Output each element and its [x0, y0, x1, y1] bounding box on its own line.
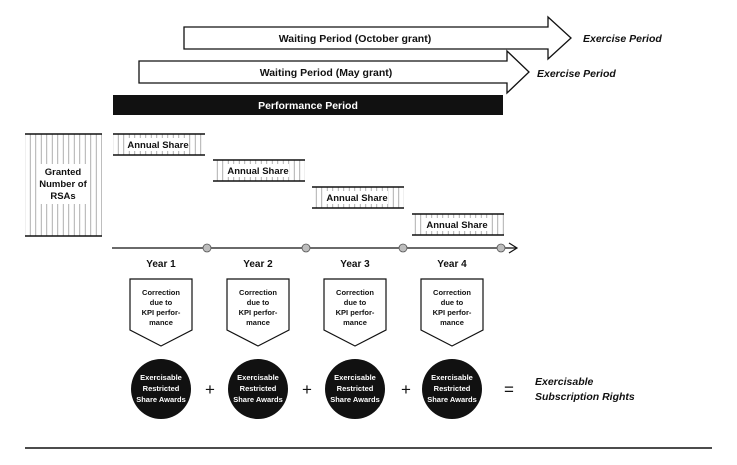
correction-line-3: KPI perfor-: [433, 308, 472, 317]
correction-line-3: KPI perfor-: [239, 308, 278, 317]
timeline-marker: [202, 243, 212, 253]
exercisable-line-2: Restricted: [240, 384, 277, 393]
annual-share-label-4: Annual Share: [426, 220, 487, 231]
correction-line-1: Correction: [239, 288, 277, 297]
granted-rsas-box: Granted Number of RSAs: [25, 133, 102, 237]
may-waiting-arrow: Waiting Period (May grant): [138, 49, 530, 95]
correction-line-1: Correction: [433, 288, 471, 297]
exercisable-circle-1: Exercisable Restricted Share Awards: [131, 359, 191, 419]
annual-share-label-2: Annual Share: [227, 166, 288, 177]
correction-line-4: mance: [440, 318, 464, 327]
annual-share-label-3: Annual Share: [326, 193, 387, 204]
exercise-period-label-may: Exercise Period: [537, 68, 616, 80]
equals-sign: =: [504, 380, 514, 399]
exercisable-line-1: Exercisable: [140, 373, 182, 382]
annual-share-tranche-3: Annual Share: [312, 186, 404, 209]
october-waiting-arrow: Waiting Period (October grant): [183, 15, 572, 61]
correction-box-3: Correction due to KPI perfor- mance: [323, 278, 387, 347]
timeline-axis: [112, 242, 519, 254]
exercisable-line-3: Share Awards: [330, 395, 380, 404]
correction-line-1: Correction: [336, 288, 374, 297]
exercise-period-label-october: Exercise Period: [583, 33, 662, 45]
exercisable-circle-4: Exercisable Restricted Share Awards: [422, 359, 482, 419]
result-line-1: Exercisable: [535, 376, 594, 388]
exercisable-line-3: Share Awards: [136, 395, 186, 404]
plus-sign: +: [401, 380, 411, 399]
exercisable-line-2: Restricted: [143, 384, 180, 393]
performance-period-label: Performance Period: [258, 100, 358, 112]
annual-share-tranche-2: Annual Share: [213, 159, 305, 182]
annual-share-tranche-1: Annual Share: [113, 133, 205, 156]
granted-line-1: Granted: [45, 167, 82, 178]
correction-line-1: Correction: [142, 288, 180, 297]
exercisable-line-3: Share Awards: [233, 395, 283, 404]
correction-line-4: mance: [246, 318, 270, 327]
correction-line-2: due to: [247, 298, 270, 307]
correction-line-3: KPI perfor-: [142, 308, 181, 317]
exercisable-circle-3: Exercisable Restricted Share Awards: [325, 359, 385, 419]
year-label-1: Year 1: [146, 259, 176, 270]
annual-share-tranche-4: Annual Share: [412, 213, 504, 236]
correction-line-2: due to: [441, 298, 464, 307]
timeline-marker: [496, 243, 506, 253]
exercisable-line-2: Restricted: [337, 384, 374, 393]
correction-line-4: mance: [343, 318, 367, 327]
correction-line-4: mance: [149, 318, 173, 327]
correction-line-2: due to: [344, 298, 367, 307]
granted-line-2: Number of: [39, 179, 87, 190]
exercisable-line-1: Exercisable: [431, 373, 473, 382]
exercisable-circle-2: Exercisable Restricted Share Awards: [228, 359, 288, 419]
correction-box-2: Correction due to KPI perfor- mance: [226, 278, 290, 347]
plus-sign: +: [302, 380, 312, 399]
timeline-marker: [398, 243, 408, 253]
exercisable-line-3: Share Awards: [427, 395, 477, 404]
exercisable-line-1: Exercisable: [334, 373, 376, 382]
plus-sign: +: [205, 380, 215, 399]
october-waiting-label: Waiting Period (October grant): [279, 33, 431, 45]
correction-line-2: due to: [150, 298, 173, 307]
correction-line-3: KPI perfor-: [336, 308, 375, 317]
may-waiting-label: Waiting Period (May grant): [260, 67, 393, 79]
performance-period-bar: Performance Period: [113, 95, 503, 115]
exercisable-line-2: Restricted: [434, 384, 471, 393]
timeline-marker: [301, 243, 311, 253]
correction-box-1: Correction due to KPI perfor- mance: [129, 278, 193, 347]
year-label-4: Year 4: [437, 259, 467, 270]
year-label-2: Year 2: [243, 259, 273, 270]
correction-box-4: Correction due to KPI perfor- mance: [420, 278, 484, 347]
exercisable-line-1: Exercisable: [237, 373, 279, 382]
granted-line-3: RSAs: [50, 191, 75, 202]
annual-share-label-1: Annual Share: [127, 140, 188, 151]
result-line-2: Subscription Rights: [535, 391, 635, 403]
year-label-3: Year 3: [340, 259, 370, 270]
